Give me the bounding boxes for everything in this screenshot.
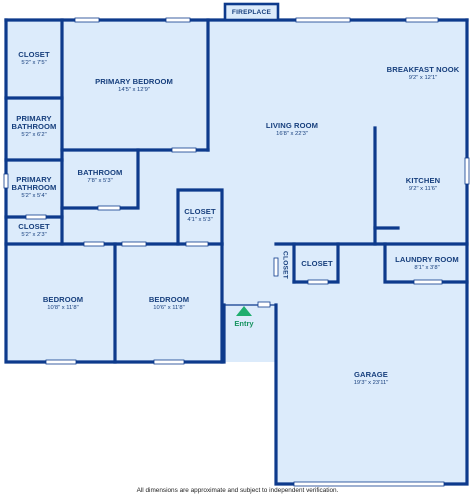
room-name: CLOSET bbox=[184, 207, 216, 216]
door-bathroom bbox=[97, 205, 121, 211]
room-name: BEDROOM bbox=[42, 295, 84, 304]
room-name-line2: BATHROOM bbox=[11, 121, 57, 131]
room-primary-bathroom-upper: PRIMARY BATHROOM 5'2" x 6'2" bbox=[12, 115, 57, 139]
window-left bbox=[3, 173, 9, 189]
door-closet-vertical bbox=[273, 257, 279, 277]
room-name: BEDROOM bbox=[148, 295, 190, 304]
wall-closet-top bbox=[4, 18, 64, 100]
room-name: CLOSET bbox=[18, 50, 50, 59]
room-name: KITCHEN bbox=[405, 176, 441, 185]
room-name: LAUNDRY ROOM bbox=[395, 255, 459, 264]
door-laundry bbox=[413, 279, 443, 285]
floor-fill bbox=[6, 20, 467, 484]
room-name-line1: PRIMARY bbox=[16, 175, 52, 184]
room-dims: 9'2" x 12'1" bbox=[408, 75, 438, 82]
window-bedroom-left bbox=[45, 359, 77, 365]
room-living-room: LIVING ROOM 16'8" x 22'3" bbox=[266, 122, 318, 138]
door-entry-right bbox=[257, 301, 271, 308]
door-closet-garage bbox=[307, 279, 329, 285]
room-bedroom-right: BEDROOM 10'6" x 11'8" bbox=[149, 296, 189, 312]
room-name: LIVING ROOM bbox=[265, 121, 319, 130]
entry-label: Entry bbox=[234, 319, 254, 328]
window-top-3 bbox=[295, 17, 351, 23]
room-kitchen: KITCHEN 9'2" x 11'6" bbox=[406, 177, 440, 193]
room-dims: 8'1" x 3'8" bbox=[414, 265, 440, 272]
entry-arrow-icon bbox=[236, 306, 252, 316]
room-name: CLOSET bbox=[301, 259, 333, 268]
room-dims: 14'5" x 12'9" bbox=[118, 87, 150, 94]
room-dims: 5'2" x 7'5" bbox=[21, 60, 47, 67]
door-bedroom-right bbox=[121, 241, 147, 247]
room-primary-bedroom: PRIMARY BEDROOM 14'5" x 12'9" bbox=[95, 78, 173, 94]
room-dims: 10'8" x 11'8" bbox=[47, 305, 79, 312]
room-name-line1: PRIMARY bbox=[16, 114, 52, 123]
garage-door bbox=[293, 481, 445, 487]
window-bedroom-right bbox=[153, 359, 185, 365]
room-name: CLOSET bbox=[18, 222, 50, 231]
room-primary-bathroom-lower: PRIMARY BATHROOM 5'2" x 5'4" bbox=[12, 176, 57, 200]
window-right bbox=[464, 157, 470, 185]
room-dims: 5'2" x 5'4" bbox=[21, 193, 47, 200]
windows-and-doors bbox=[3, 17, 470, 487]
room-dims: 19'3" x 23'11" bbox=[353, 380, 389, 387]
room-dims: 7'8" x 5'3" bbox=[87, 178, 113, 185]
room-dims: 4'1" x 5'3" bbox=[187, 217, 213, 224]
room-closet-vertical: CLOSET bbox=[276, 248, 294, 282]
door-closet-hall bbox=[185, 241, 209, 247]
fireplace-box bbox=[223, 2, 280, 22]
room-name: BREAKFAST NOOK bbox=[386, 65, 460, 74]
room-closet-top: CLOSET 5'2" x 7'5" bbox=[18, 51, 49, 67]
door-primary-bedroom bbox=[171, 147, 197, 153]
room-dims: 9'2" x 11'6" bbox=[408, 186, 438, 193]
room-name: CLOSET bbox=[281, 251, 289, 279]
room-dims: 10'6" x 11'8" bbox=[153, 305, 185, 312]
room-bathroom: BATHROOM 7'8" x 5'3" bbox=[78, 169, 123, 185]
room-dims: 5'2" x 2'3" bbox=[21, 232, 47, 239]
room-closet-hall: CLOSET 4'1" x 5'3" bbox=[184, 208, 215, 224]
room-garage: GARAGE 19'3" x 23'11" bbox=[354, 371, 389, 387]
door-bedroom-left bbox=[83, 241, 105, 247]
door-bath-lower bbox=[25, 214, 47, 220]
wall-closet-hall bbox=[176, 188, 224, 246]
room-bedroom-left: BEDROOM 10'8" x 11'8" bbox=[43, 296, 83, 312]
room-dims: 16'8" x 22'3" bbox=[276, 131, 308, 138]
window-top-2 bbox=[165, 17, 191, 23]
room-name: PRIMARY BEDROOM bbox=[95, 77, 173, 86]
room-laundry-room: LAUNDRY ROOM 8'1" x 3'8" bbox=[395, 256, 459, 272]
room-breakfast-nook: BREAKFAST NOOK 9'2" x 12'1" bbox=[387, 66, 460, 82]
room-dims: 5'2" x 6'2" bbox=[21, 132, 47, 139]
fireplace-label: FIREPLACE bbox=[231, 9, 272, 16]
room-closet-small: CLOSET 5'2" x 2'3" bbox=[18, 223, 49, 239]
room-closet-garage: CLOSET bbox=[301, 260, 332, 268]
room-name: GARAGE bbox=[354, 370, 388, 379]
room-name-line2: BATHROOM bbox=[11, 182, 57, 192]
room-name: BATHROOM bbox=[77, 168, 123, 177]
window-top-4 bbox=[405, 17, 439, 23]
window-top-1 bbox=[74, 17, 100, 23]
disclaimer-footer: All dimensions are approximate and subje… bbox=[136, 487, 339, 494]
